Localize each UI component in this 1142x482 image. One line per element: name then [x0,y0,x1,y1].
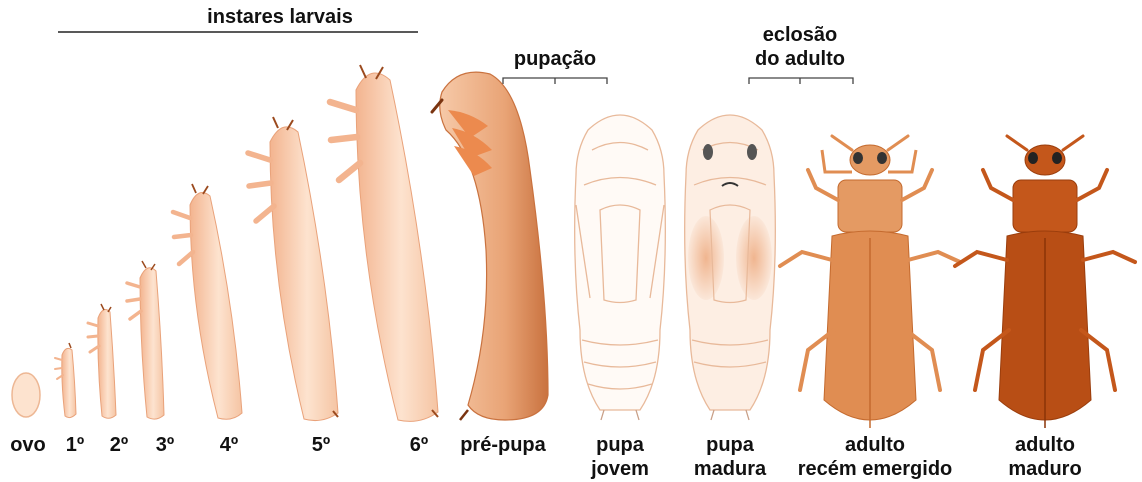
stage-label-instar-6: 6º [402,434,436,456]
larva-instar-2-illustration [88,304,116,418]
stage-label-mature-pupa-1: pupa [688,434,772,456]
stage-label-young-pupa-1: pupa [580,434,660,456]
stage-label-prepupa: pré-pupa [448,434,558,456]
eclosion-label-line1: eclosão [740,24,860,46]
stage-label-mature-adult-2: maduro [996,458,1094,480]
mature-pupa-illustration [685,115,776,420]
stage-label-instar-4: 4º [212,434,246,456]
stage-label-instar-2: 2º [104,434,134,456]
pupation-label: pupação [495,48,615,70]
stage-label-new-adult-2: recém emergido [782,458,968,480]
larva-instar-3-illustration [127,261,164,419]
larva-instar-1-illustration [55,343,76,418]
larva-instar-5-illustration [248,117,338,421]
prepupa-illustration [432,72,548,420]
mature-adult-beetle-illustration [955,136,1135,428]
eclosion-label-line2: do adulto [740,48,860,70]
new-adult-beetle-illustration [780,136,960,428]
stage-label-new-adult-1: adulto [830,434,920,456]
stage-label-ovo: ovo [4,434,52,456]
stage-label-instar-3: 3º [148,434,182,456]
egg-illustration [12,373,40,417]
stage-label-young-pupa-2: jovem [580,458,660,480]
larva-instar-4-illustration [173,184,242,419]
stage-label-instar-1: 1º [60,434,90,456]
larva-instar-6-illustration [330,65,438,421]
stage-label-mature-pupa-2: madura [684,458,776,480]
young-pupa-illustration [575,115,666,420]
stage-label-instar-5: 5º [304,434,338,456]
stage-label-mature-adult-1: adulto [1000,434,1090,456]
larval-instars-title: instares larvais [180,6,380,28]
pupation-bracket [503,78,607,84]
eclosion-bracket [749,78,853,84]
